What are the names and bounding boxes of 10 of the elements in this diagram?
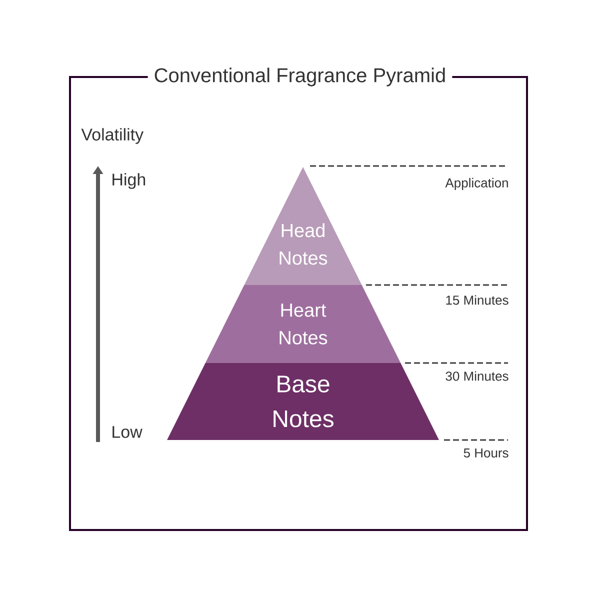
time-label: Application: [445, 178, 508, 190]
time-label: 5 Hours: [464, 448, 508, 458]
pyramid-band: Base Notes: [167, 363, 439, 440]
axis-title: Volatility: [81, 128, 144, 144]
title: Conventional Fragrance Pyramid: [148, 66, 452, 88]
axis-label: Low: [112, 426, 142, 438]
pyramid-apex: Head Notes: [244, 167, 362, 285]
time-label: 15 Minutes: [446, 295, 508, 305]
pyramid-band: Heart Notes: [205, 285, 401, 363]
axis-label: High: [112, 173, 146, 189]
